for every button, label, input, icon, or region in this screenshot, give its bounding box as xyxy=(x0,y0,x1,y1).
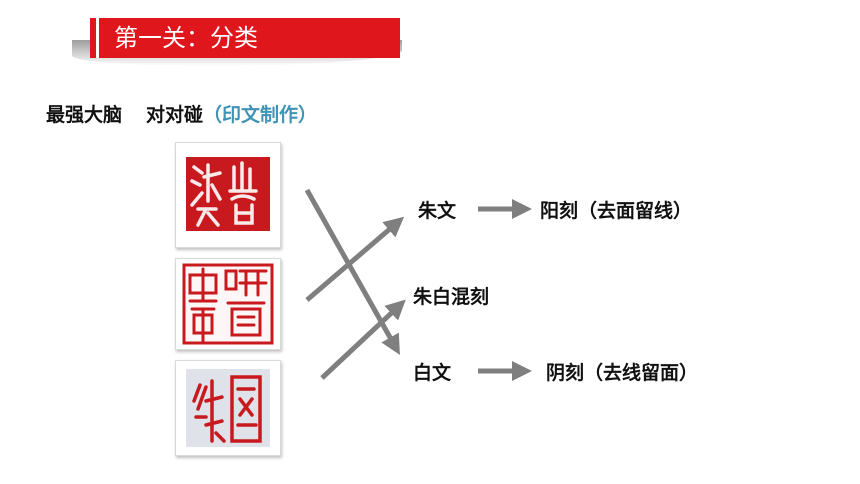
definition-zhuwen: 阳刻（去面留线） xyxy=(540,200,693,222)
seal-3-svg xyxy=(186,369,270,447)
definition-baiwen: 阴刻（去线留面） xyxy=(546,362,699,384)
category-zhuwen: 朱文 xyxy=(418,200,457,222)
subtitle-main-a: 最强大脑 xyxy=(46,104,123,126)
title-banner: 第一关：分类 xyxy=(72,18,402,66)
category-mixed: 朱白混刻 xyxy=(413,286,490,308)
arrow-seal2-to-zhuwen xyxy=(305,216,405,302)
subtitle-main-b: 对对碰 xyxy=(146,104,204,126)
seal-2-svg xyxy=(182,263,274,345)
arrow-seal3-to-mixed xyxy=(320,299,406,380)
banner-edge-stripe xyxy=(96,18,99,58)
seal-1-svg xyxy=(186,157,270,231)
subtitle: 最强大脑 对对碰（印文制作） xyxy=(46,100,317,127)
category-baiwen: 白文 xyxy=(413,362,452,384)
subtitle-highlight: （印文制作） xyxy=(203,104,318,126)
seal-image-3 xyxy=(175,360,281,456)
seal-image-1 xyxy=(175,142,281,248)
seal-image-2 xyxy=(175,258,281,350)
page-title: 第一关：分类 xyxy=(90,18,400,58)
